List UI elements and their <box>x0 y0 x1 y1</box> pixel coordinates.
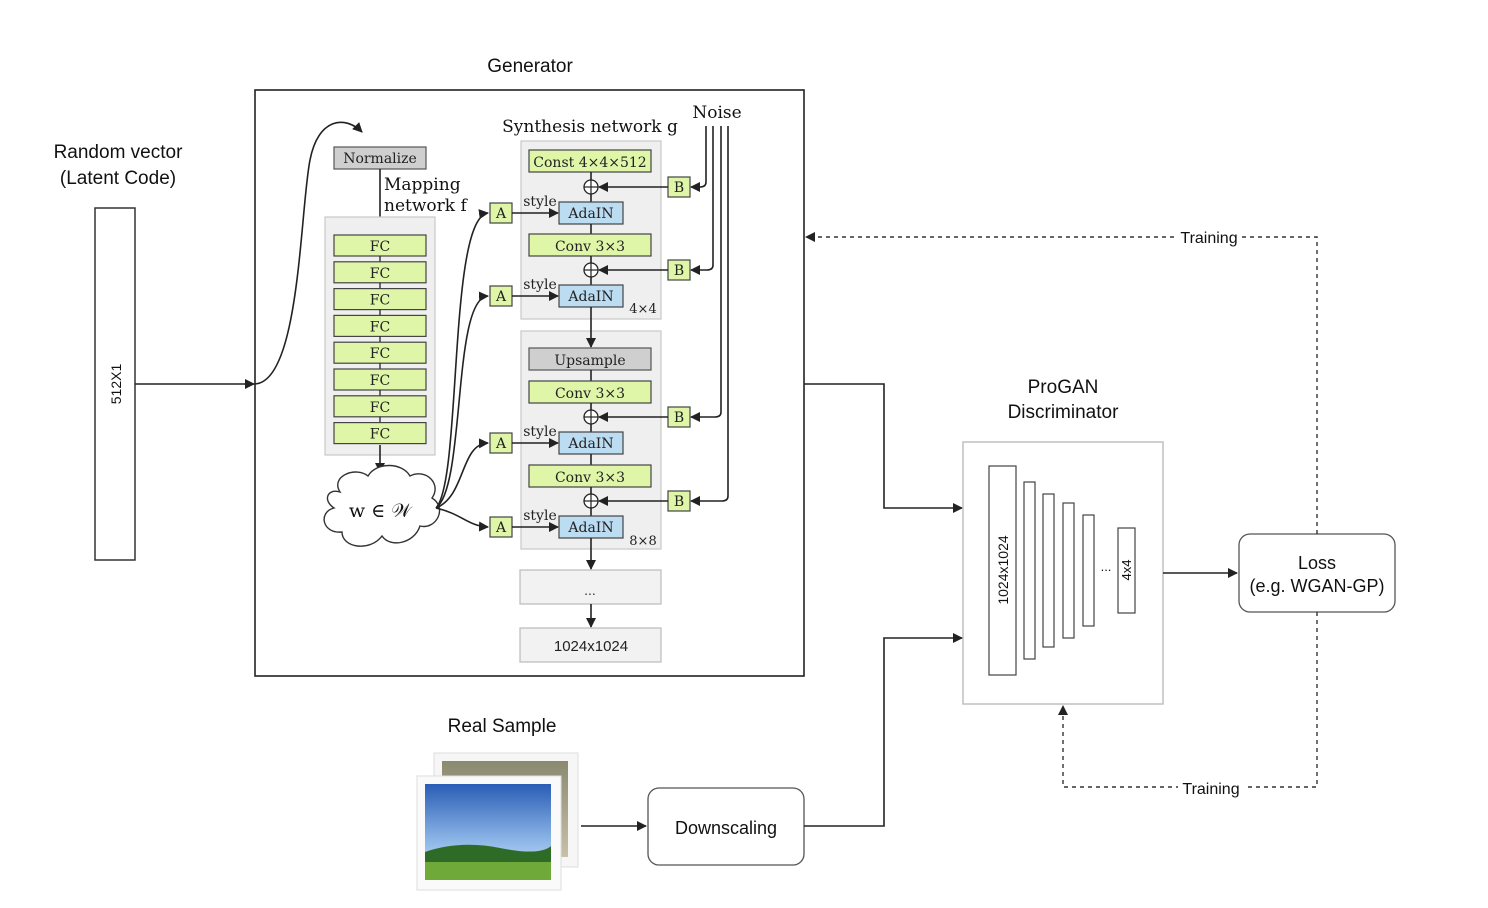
res-8x8-label: 8×8 <box>629 534 656 549</box>
disc-large-label: 1024x1024 <box>995 535 1011 605</box>
downscaling-label: Downscaling <box>675 818 777 838</box>
training-label-bottom: Training <box>1182 781 1239 798</box>
w-label: w ∈ 𝒲 <box>349 500 413 522</box>
w-to-a3-arrow <box>435 438 489 509</box>
style-label-1: style <box>523 194 556 210</box>
a-box-4-label: A <box>495 520 507 536</box>
fc-block <box>333 422 427 445</box>
latent-title-line2: (Latent Code) <box>60 168 176 189</box>
synthesis-title: Synthesis network g <box>502 117 678 137</box>
downscaling-to-discriminator-arrow <box>804 633 963 827</box>
latent-w-cloud <box>323 464 441 547</box>
adain-label-2: AdaIN <box>567 289 613 305</box>
disc-layer-4x4 <box>1117 527 1136 614</box>
b-box-1-label: B <box>674 180 684 196</box>
add-node-1 <box>583 179 599 195</box>
noise-to-b2-line <box>690 126 714 275</box>
conv-label-1: Conv 3×3 <box>555 239 625 255</box>
add-node-2 <box>583 262 599 278</box>
w-to-a1-arrow <box>435 209 489 509</box>
b-box-2: B <box>667 259 691 281</box>
more-blocks-ellipsis: ... <box>584 582 596 598</box>
fc-label: FC <box>370 373 390 389</box>
disc-layer-5 <box>1082 514 1095 627</box>
w-to-a4-arrow <box>435 507 489 532</box>
a-box-2-label: A <box>495 289 507 305</box>
style-label-4: style <box>523 508 556 524</box>
latent-vector-label: 512X1 <box>108 364 124 405</box>
a-box-1: A <box>489 202 513 224</box>
conv-block-1 <box>528 233 652 257</box>
fc-label: FC <box>370 427 390 443</box>
adain-label-4: AdaIN <box>567 520 613 536</box>
noise-label: Noise <box>692 103 741 123</box>
loss-label-line2: (e.g. WGAN-GP) <box>1249 576 1384 596</box>
latent-title-line1: Random vector <box>54 142 184 163</box>
a-box-1-label: A <box>495 206 507 222</box>
b-box-4: B <box>667 490 691 512</box>
fc-label: FC <box>370 319 390 335</box>
fc-stack: FC FC FC FC FC FC FC FC <box>333 234 427 445</box>
res-4x4-label: 4×4 <box>629 302 656 317</box>
a-box-4: A <box>489 516 513 538</box>
upsample-label: Upsample <box>554 353 625 369</box>
conv-block-2 <box>528 380 652 404</box>
w-to-a2-arrow <box>435 291 489 509</box>
add-node-4 <box>583 493 599 509</box>
fc-label: FC <box>370 400 390 416</box>
input-curve-arrow <box>253 121 363 385</box>
discriminator-layers <box>988 465 1136 676</box>
disc-layer-4 <box>1062 502 1075 639</box>
a-box-3: A <box>489 432 513 454</box>
disc-ellipsis: ... <box>1101 559 1112 574</box>
noise-to-b1-line <box>690 126 707 192</box>
style-label-2: style <box>523 277 556 293</box>
mapping-label-line2: network f <box>384 196 468 216</box>
training-to-generator-dashed <box>805 232 1318 534</box>
generator-to-discriminator-arrow <box>804 383 963 513</box>
more-blocks-box <box>519 569 662 605</box>
loss-box <box>1238 533 1396 613</box>
fc-label: FC <box>370 239 390 255</box>
noise-to-b4-line <box>690 126 729 506</box>
conv-label-2: Conv 3×3 <box>555 386 625 402</box>
b-box-4-label: B <box>674 494 684 510</box>
training-label-top: Training <box>1180 230 1237 247</box>
b-box-1: B <box>667 176 691 198</box>
output-label: 1024x1024 <box>554 638 628 655</box>
conv-label-3: Conv 3×3 <box>555 470 625 486</box>
fc-label: FC <box>370 293 390 309</box>
fc-label: FC <box>370 346 390 362</box>
normalize-label: Normalize <box>343 151 417 167</box>
mapping-label-line1: Mapping <box>384 175 461 195</box>
a-box-3-label: A <box>495 436 507 452</box>
b-box-3-label: B <box>674 410 684 426</box>
const-block <box>528 149 652 173</box>
generator-title: Generator <box>487 56 573 77</box>
real-sample-title: Real Sample <box>448 716 557 737</box>
const-label: Const 4×4×512 <box>533 155 646 171</box>
loss-label-line1: Loss <box>1298 553 1336 573</box>
real-sample-image-stack <box>416 752 579 891</box>
conv-block-3 <box>528 464 652 488</box>
noise-to-b3-line <box>690 126 722 422</box>
b-box-3: B <box>667 406 691 428</box>
add-node-3 <box>583 409 599 425</box>
disc-small-label: 4x4 <box>1119 560 1134 581</box>
adain-label-1: AdaIN <box>567 206 613 222</box>
disc-layer-1024 <box>988 465 1017 676</box>
upsample-block <box>528 347 652 371</box>
discriminator-title-line2: Discriminator <box>1008 402 1120 423</box>
a-box-2: A <box>489 285 513 307</box>
fc-label: FC <box>370 266 390 282</box>
style-label-3: style <box>523 424 556 440</box>
output-box <box>519 627 662 663</box>
adain-label-3: AdaIN <box>567 436 613 452</box>
discriminator-title-line1: ProGAN <box>1028 377 1099 398</box>
disc-layer-3 <box>1042 493 1055 648</box>
disc-layer-2 <box>1023 481 1036 660</box>
latent-vector-box <box>94 207 136 561</box>
b-box-2-label: B <box>674 263 684 279</box>
